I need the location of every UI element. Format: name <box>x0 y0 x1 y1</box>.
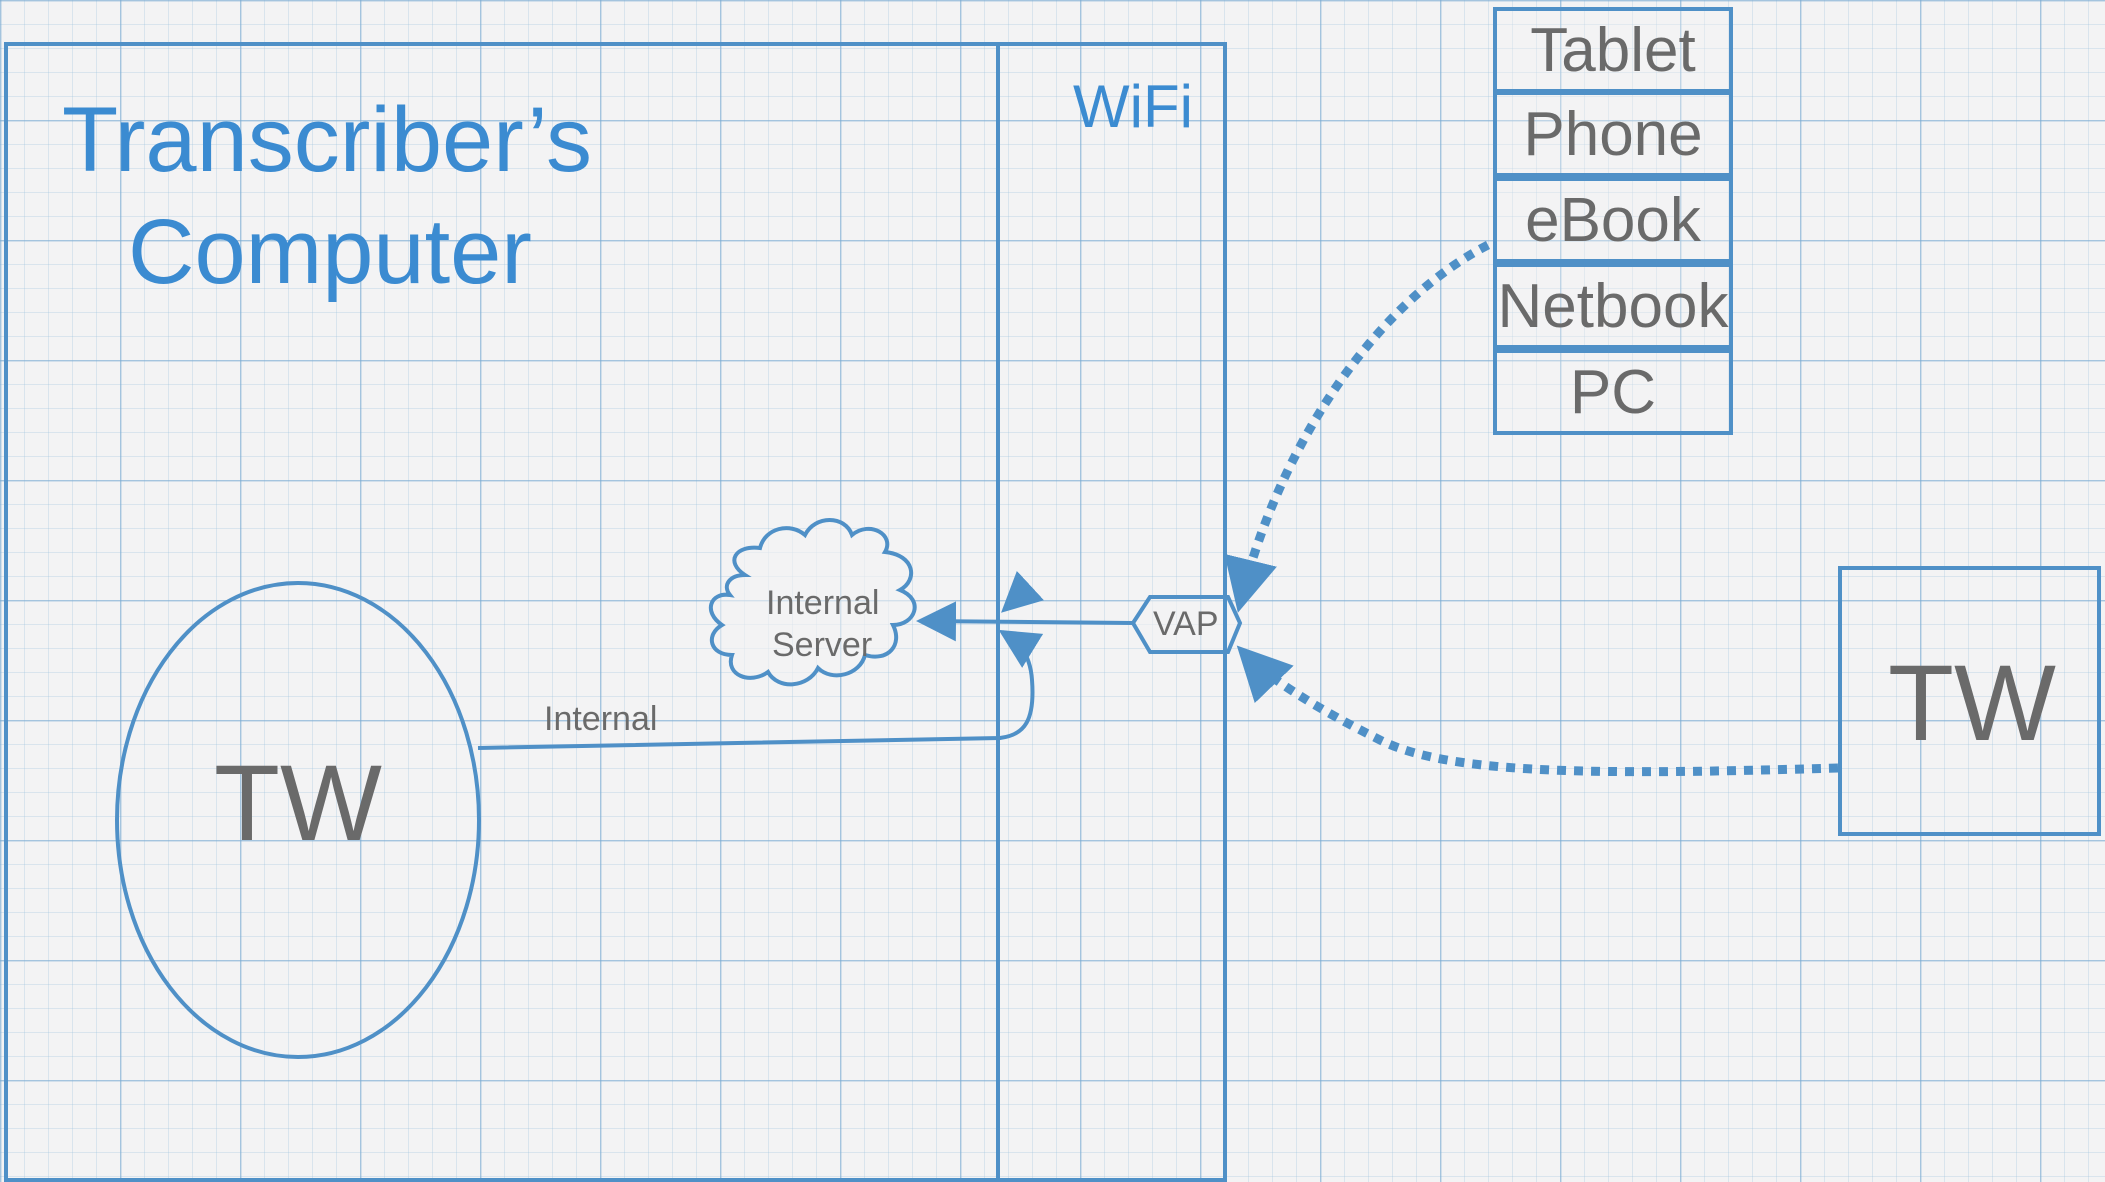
server-label-line1: Internal <box>766 584 880 622</box>
vap-label: VAP <box>1153 605 1219 643</box>
remote-tw-label: TW <box>1888 642 2056 763</box>
internal-link-line <box>477 629 1044 750</box>
local-tw-label: TW <box>214 742 382 863</box>
local-tw-ellipse[interactable] <box>115 581 481 1059</box>
computer-title-line1: Transcriber’s <box>62 89 592 191</box>
vap-to-server-arrow <box>916 601 1134 642</box>
device-tablet[interactable]: Tablet <box>1493 7 1733 93</box>
device-ebook[interactable]: eBook <box>1493 177 1733 263</box>
vap-hexagon[interactable] <box>1130 595 1243 654</box>
wifi-entry-tick <box>1001 570 1045 613</box>
internal-link-label: Internal <box>544 700 658 738</box>
device-pc[interactable]: PC <box>1493 349 1733 435</box>
device-phone[interactable]: Phone <box>1493 91 1733 177</box>
wifi-label: WiFi <box>1073 73 1193 140</box>
remote-tw-box[interactable] <box>1838 566 2101 836</box>
computer-title-line2: Computer <box>128 201 532 303</box>
server-label-line2: Server <box>772 626 873 664</box>
devices-to-vap-dotted-link <box>1224 240 1491 613</box>
remote-tw-to-vap-dotted-link <box>1236 645 1839 777</box>
server-cloud-shape[interactable] <box>708 518 917 687</box>
device-netbook[interactable]: Netbook <box>1493 263 1733 349</box>
